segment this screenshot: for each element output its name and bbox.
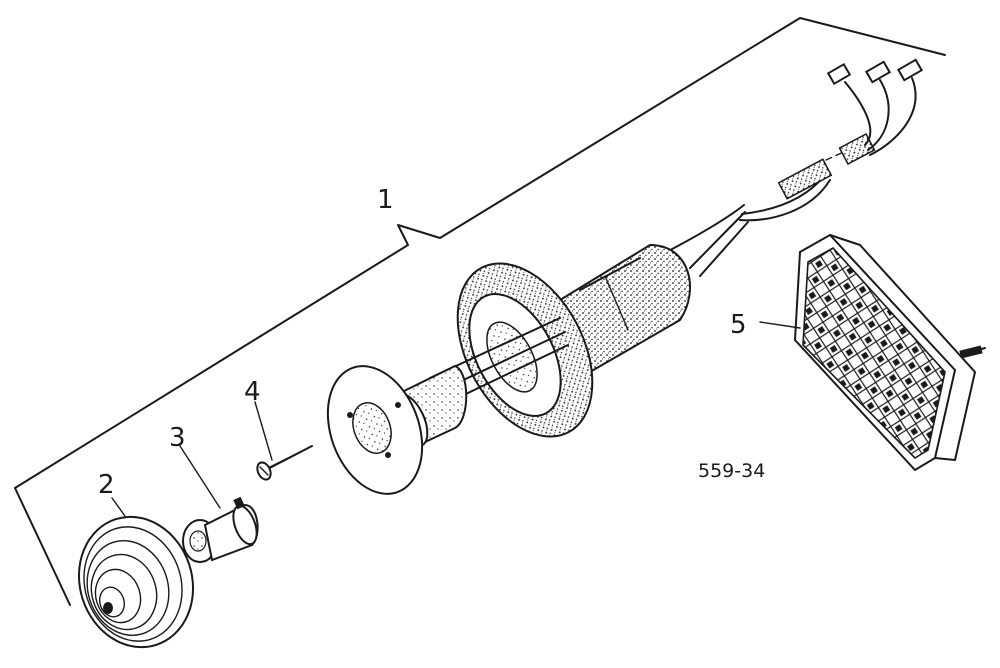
callout-2: 2	[98, 470, 115, 500]
callout-5: 5	[730, 310, 747, 340]
bulb	[182, 496, 259, 563]
leader-lines	[111, 321, 801, 517]
assembly-bracket	[14, 17, 946, 606]
callout-3: 3	[169, 423, 186, 453]
lamp-housing	[558, 243, 691, 374]
lens	[77, 515, 195, 649]
screw	[256, 445, 313, 481]
reflector-unit	[793, 233, 986, 472]
reference-code: 559-34	[698, 460, 765, 482]
wiring-harness	[654, 58, 924, 277]
callout-4: 4	[244, 377, 261, 407]
mounting-plate	[326, 365, 424, 495]
callout-1: 1	[377, 185, 394, 215]
